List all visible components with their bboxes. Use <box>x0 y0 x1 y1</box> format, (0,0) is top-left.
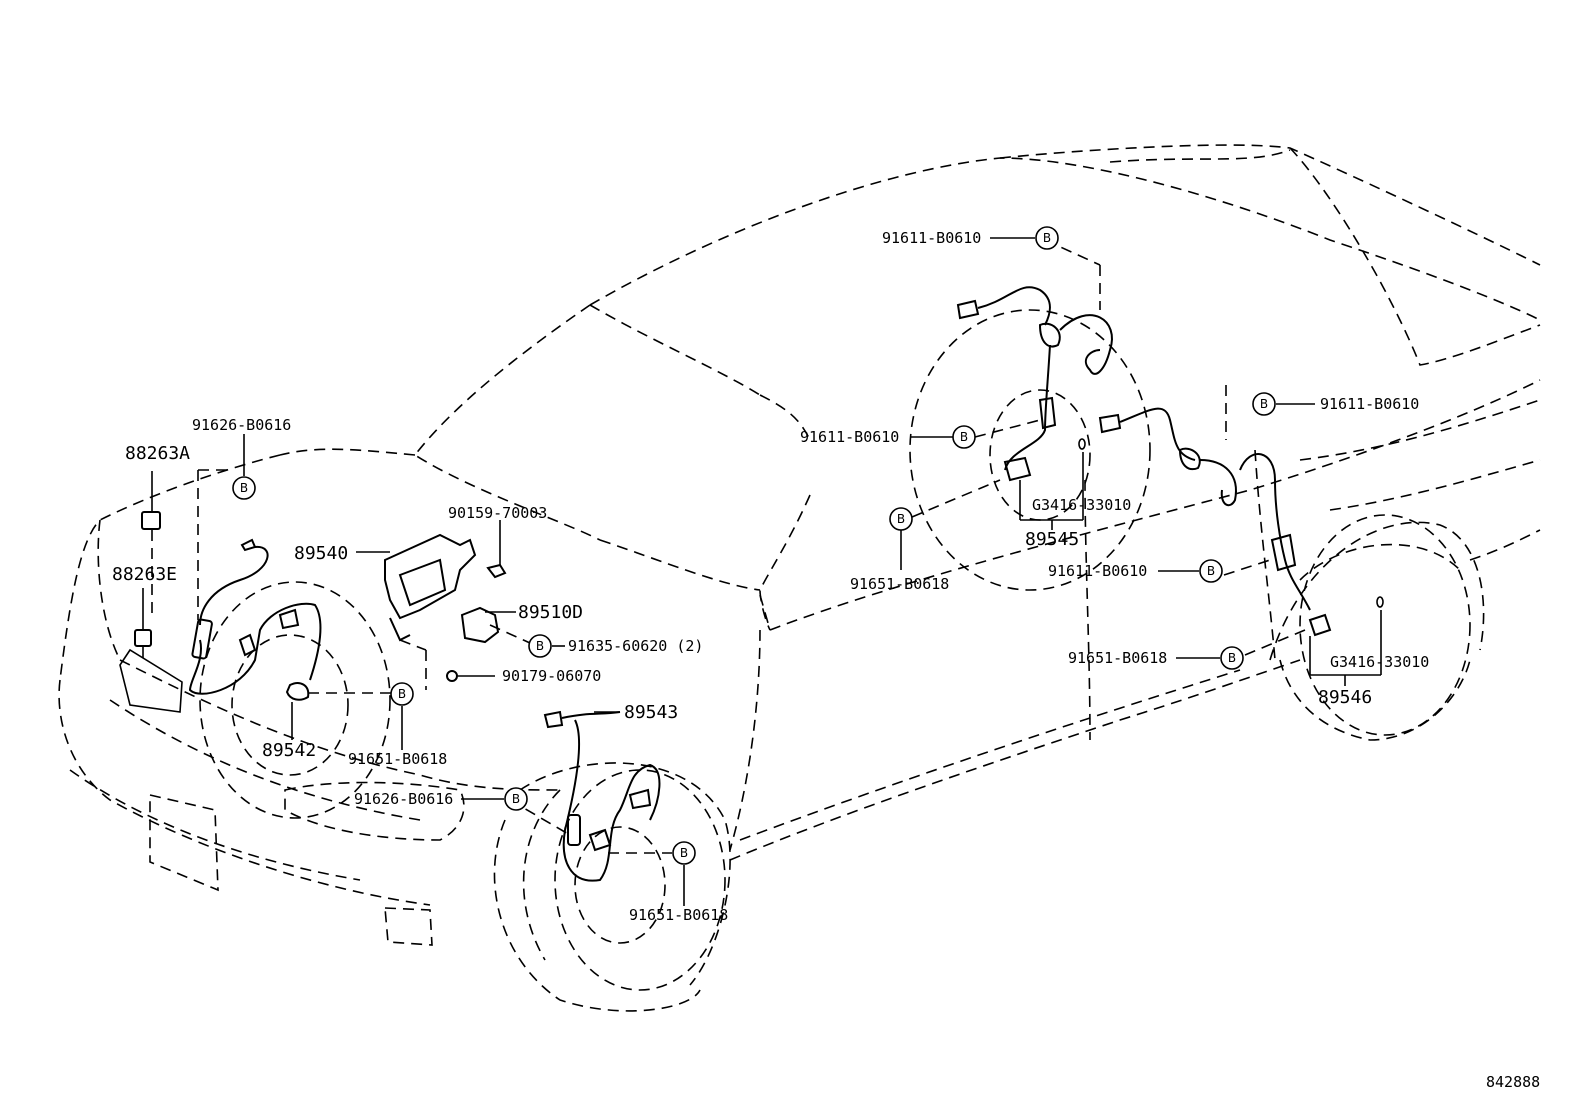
svg-text:B: B <box>1260 397 1268 411</box>
label-89540: 89540 <box>294 543 348 564</box>
yaw-sensor-89510d <box>460 606 531 644</box>
rear-right-wheel <box>1299 514 1471 736</box>
label-89546: 89546 <box>1318 687 1372 708</box>
b-marker-8: B <box>528 634 552 658</box>
b-marker-10: B <box>504 787 528 811</box>
label-89510d: 89510D <box>518 602 583 623</box>
label-90159: 90159-70003 <box>448 504 547 522</box>
label-90179: 90179-06070 <box>502 667 601 685</box>
svg-text:B: B <box>1043 231 1051 245</box>
label-91611-left: 91611-B0610 <box>800 428 899 446</box>
b-marker-4: B <box>889 507 913 531</box>
label-91651-front: 91651-B0618 <box>629 906 728 924</box>
relay-88263a <box>141 471 161 620</box>
abs-ecu-89540 <box>356 533 477 690</box>
sensor-wire-89543 <box>509 710 672 882</box>
label-91611-mid: 91611-B0610 <box>1048 562 1147 580</box>
label-91651-fl: 91651-B0618 <box>348 750 447 768</box>
b-marker-7: B <box>232 476 256 500</box>
diagram-ref-number: 842888 <box>1486 1073 1540 1091</box>
svg-text:B: B <box>398 687 406 701</box>
front-right-wheel <box>554 769 726 991</box>
label-91626-front: 91626-B0616 <box>354 790 453 808</box>
svg-text:B: B <box>1207 564 1215 578</box>
svg-text:B: B <box>960 430 968 444</box>
label-g3416-right: G3416-33010 <box>1330 653 1429 671</box>
svg-text:B: B <box>1228 651 1236 665</box>
label-89542: 89542 <box>262 740 316 761</box>
label-91635: 91635-60620 (2) <box>568 637 703 655</box>
car-body-outline <box>58 144 1541 1012</box>
b-marker-5: B <box>1199 559 1223 583</box>
svg-text:B: B <box>512 792 520 806</box>
screw-90159 <box>486 520 507 579</box>
b-marker-6: B <box>1220 646 1244 670</box>
nut-90179 <box>446 670 495 682</box>
b-marker-1: B <box>1035 226 1059 250</box>
b-marker-9: B <box>390 682 414 706</box>
label-89545: 89545 <box>1025 529 1079 550</box>
b-marker-11: B <box>672 841 696 865</box>
label-g3416-left: G3416-33010 <box>1032 496 1131 514</box>
label-91611-top: 91611-B0610 <box>882 229 981 247</box>
label-91626-top: 91626-B0616 <box>192 416 291 434</box>
svg-text:B: B <box>680 846 688 860</box>
svg-text:B: B <box>240 481 248 495</box>
leader-lines <box>243 237 1315 906</box>
svg-text:B: B <box>897 512 905 526</box>
label-91651-rl: 91651-B0618 <box>850 575 949 593</box>
b-marker-2: B <box>1252 392 1276 416</box>
part-labels: 91611-B0610 91611-B0610 91611-B0610 9161… <box>112 229 1540 1091</box>
label-88263e: 88263E <box>112 564 177 585</box>
sensor-wire-89546 <box>1098 385 1384 686</box>
label-89543: 89543 <box>624 702 678 723</box>
label-88263a: 88263A <box>125 443 190 464</box>
sensor-wire-89542 <box>188 538 392 740</box>
label-91611-right-top: 91611-B0610 <box>1320 395 1419 413</box>
label-91651-rr: 91651-B0618 <box>1068 649 1167 667</box>
svg-text:B: B <box>536 639 544 653</box>
b-marker-3: B <box>952 425 976 449</box>
sensor-wire-89545 <box>911 239 1113 530</box>
relay-88263e <box>119 588 183 713</box>
front-left-wheel <box>199 581 391 819</box>
